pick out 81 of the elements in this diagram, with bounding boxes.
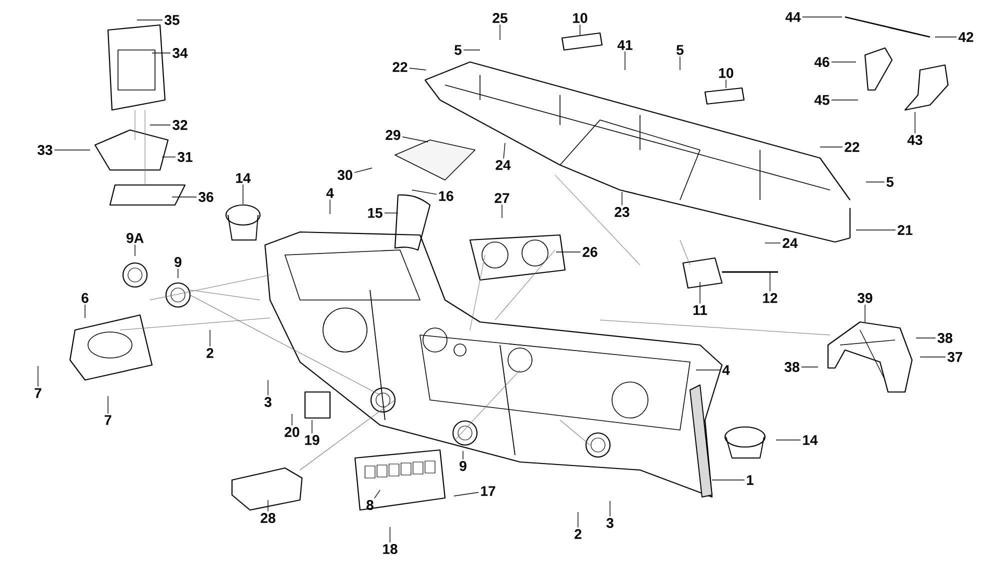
callout-number: 24 [496, 160, 511, 170]
leader-line [462, 450, 464, 460]
callout-number: 41 [617, 40, 632, 50]
leader-line [354, 168, 372, 173]
callout-number: 1 [747, 475, 754, 485]
callout-number: 9A [126, 233, 144, 243]
callout-number: 44 [785, 12, 801, 22]
leader-line [152, 52, 171, 54]
callout-number: 5 [454, 45, 462, 55]
callout-number: 45 [814, 95, 830, 105]
callout-number: 16 [439, 191, 454, 201]
callout-number: 26 [582, 247, 598, 257]
callout-number: 46 [814, 57, 830, 67]
callout-number: 19 [305, 435, 320, 445]
callout-number: 30 [338, 170, 352, 180]
callout-number: 34 [172, 48, 188, 58]
leader-line [384, 212, 398, 214]
leader-line [820, 146, 843, 148]
callout-number: 39 [858, 293, 872, 303]
leader-line [801, 366, 818, 368]
leader-line [934, 36, 957, 38]
callout-number: 37 [948, 352, 962, 362]
callout-number: 22 [392, 62, 408, 72]
leader-line [162, 156, 176, 158]
leader-line [914, 112, 916, 134]
leader-line [764, 242, 781, 244]
callout-number: 14 [236, 173, 251, 183]
leader-line [134, 244, 136, 256]
callout-number: 5 [676, 45, 684, 55]
callout-number: 43 [907, 135, 922, 145]
callout-number: 4 [722, 365, 730, 375]
callout-number: 24 [782, 238, 798, 248]
callout-number: 7 [104, 415, 112, 425]
leader-line [864, 304, 866, 322]
callout-number: 10 [719, 68, 734, 78]
callout-number: 18 [383, 544, 398, 554]
callout-number: 33 [38, 145, 52, 155]
callout-number: 36 [198, 192, 214, 202]
leader-line [409, 68, 426, 70]
leader-line [503, 142, 506, 159]
callout-number: 14 [803, 435, 818, 445]
leader-line [172, 196, 197, 198]
callout-number: 2 [574, 529, 582, 539]
leader-line [412, 190, 437, 195]
callout-number: 12 [763, 293, 778, 303]
callout-number: 5 [886, 177, 894, 187]
leader-line [402, 136, 428, 142]
callout-number: 2 [206, 348, 214, 358]
callout-number: 25 [492, 13, 508, 23]
callout-number: 32 [172, 120, 188, 130]
leader-line [242, 184, 244, 204]
callout-number: 31 [178, 152, 192, 162]
callout-number: 20 [284, 427, 300, 437]
callout-number: 3 [606, 518, 614, 528]
callout-number: 28 [260, 513, 276, 523]
callout-number: 27 [494, 193, 510, 203]
callout-number: 4 [326, 188, 334, 198]
leader-line [624, 51, 626, 70]
leader-line [454, 492, 479, 496]
leader-line [150, 124, 171, 126]
callout-number: 21 [898, 225, 912, 235]
callout-number: 42 [958, 32, 974, 42]
callout-number: 9 [460, 461, 466, 471]
callout-number: 35 [164, 15, 180, 25]
callout-number: 22 [844, 142, 860, 152]
callout-number: 7 [34, 388, 42, 398]
leader-line [802, 16, 842, 18]
leader-line [84, 304, 86, 318]
callout-number: 38 [938, 333, 952, 343]
callout-number: 9 [174, 257, 182, 267]
leader-line [374, 490, 380, 499]
callout-number: 38 [784, 362, 800, 372]
callout-number: 17 [481, 486, 496, 496]
leader-line [920, 356, 946, 358]
callout-number: 29 [386, 130, 400, 140]
callout-number: 3 [264, 397, 272, 407]
callout-number: 10 [573, 13, 588, 23]
callout-number: 11 [694, 305, 708, 315]
callout-number: 6 [82, 293, 88, 303]
callout-number: 23 [614, 207, 630, 217]
callout-number: 15 [368, 208, 382, 218]
